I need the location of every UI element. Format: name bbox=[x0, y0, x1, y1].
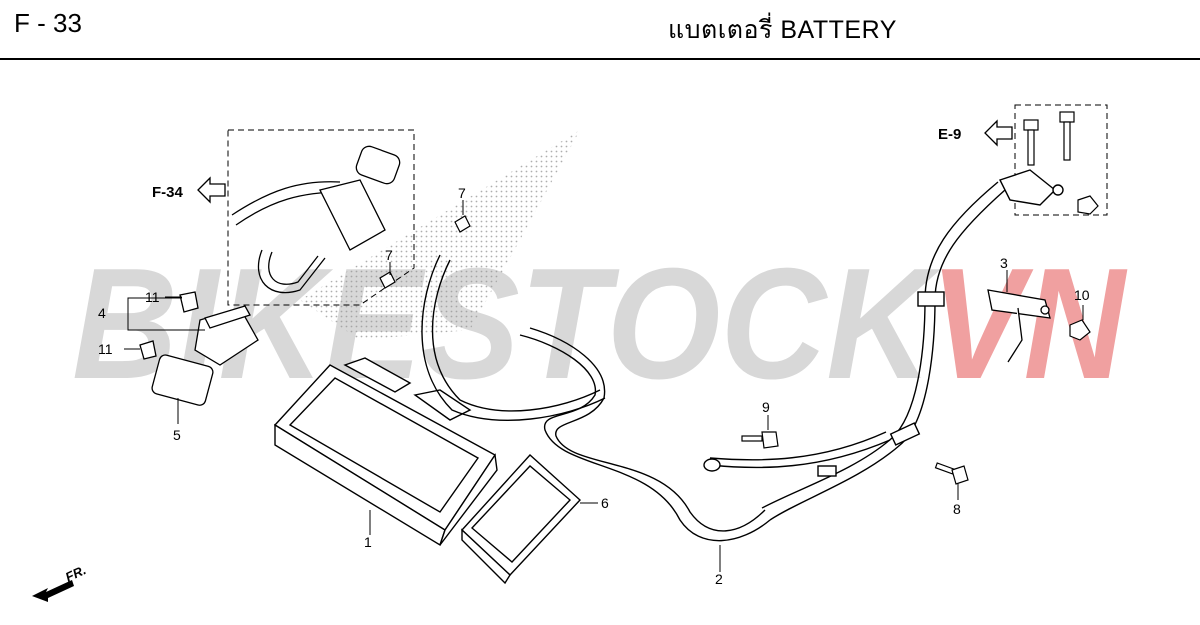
callout-2: 2 bbox=[715, 571, 723, 587]
callout-10: 10 bbox=[1074, 287, 1090, 303]
part-4-relay-harness bbox=[139, 145, 401, 406]
part-group-box bbox=[227, 129, 415, 306]
left-arrow-icon bbox=[984, 119, 1013, 147]
part-6-pad bbox=[461, 454, 581, 585]
front-arrow-icon bbox=[32, 580, 74, 602]
part-7-bolts bbox=[379, 215, 471, 289]
callout-3: 3 bbox=[1000, 255, 1008, 271]
left-arrow-icon bbox=[197, 176, 226, 204]
callout-6: 6 bbox=[601, 495, 609, 511]
front-direction: FR. bbox=[32, 562, 88, 602]
page-title: แบตเตอรี่ BATTERY bbox=[668, 16, 897, 44]
svg-text:FR.: FR. bbox=[63, 562, 88, 584]
bolt-group-box bbox=[1014, 104, 1108, 216]
part-9-bolt bbox=[741, 431, 779, 449]
callout-4: 4 bbox=[98, 305, 106, 321]
svg-text:E-9: E-9 bbox=[938, 126, 961, 143]
svg-text:F-34: F-34 bbox=[152, 184, 184, 201]
callout-7-upper: 7 bbox=[458, 185, 466, 201]
e9-bolts bbox=[1023, 111, 1099, 215]
callout-11-lower: 11 bbox=[98, 341, 113, 357]
callout-8: 8 bbox=[953, 501, 961, 517]
page-code: F - 33 bbox=[14, 8, 82, 38]
ref-e9[interactable]: E-9 bbox=[938, 119, 1013, 147]
callout-7-lower: 7 bbox=[385, 247, 393, 263]
callout-9: 9 bbox=[762, 399, 770, 415]
shadow-motif bbox=[300, 130, 580, 340]
header-divider bbox=[0, 58, 1200, 60]
leader-lines bbox=[124, 200, 1084, 572]
callout-11-upper: 11 bbox=[145, 289, 160, 305]
part-8-bolt bbox=[934, 462, 969, 485]
part-3-bracket bbox=[987, 289, 1051, 363]
ref-f34[interactable]: F-34 bbox=[152, 176, 226, 204]
watermark-text-red: VN bbox=[930, 236, 1128, 412]
part-1-battery bbox=[273, 357, 498, 547]
callout-1: 1 bbox=[364, 534, 372, 550]
callout-5: 5 bbox=[173, 427, 181, 443]
part-2-cable bbox=[421, 169, 1064, 542]
part-10-bolt bbox=[1069, 319, 1091, 341]
